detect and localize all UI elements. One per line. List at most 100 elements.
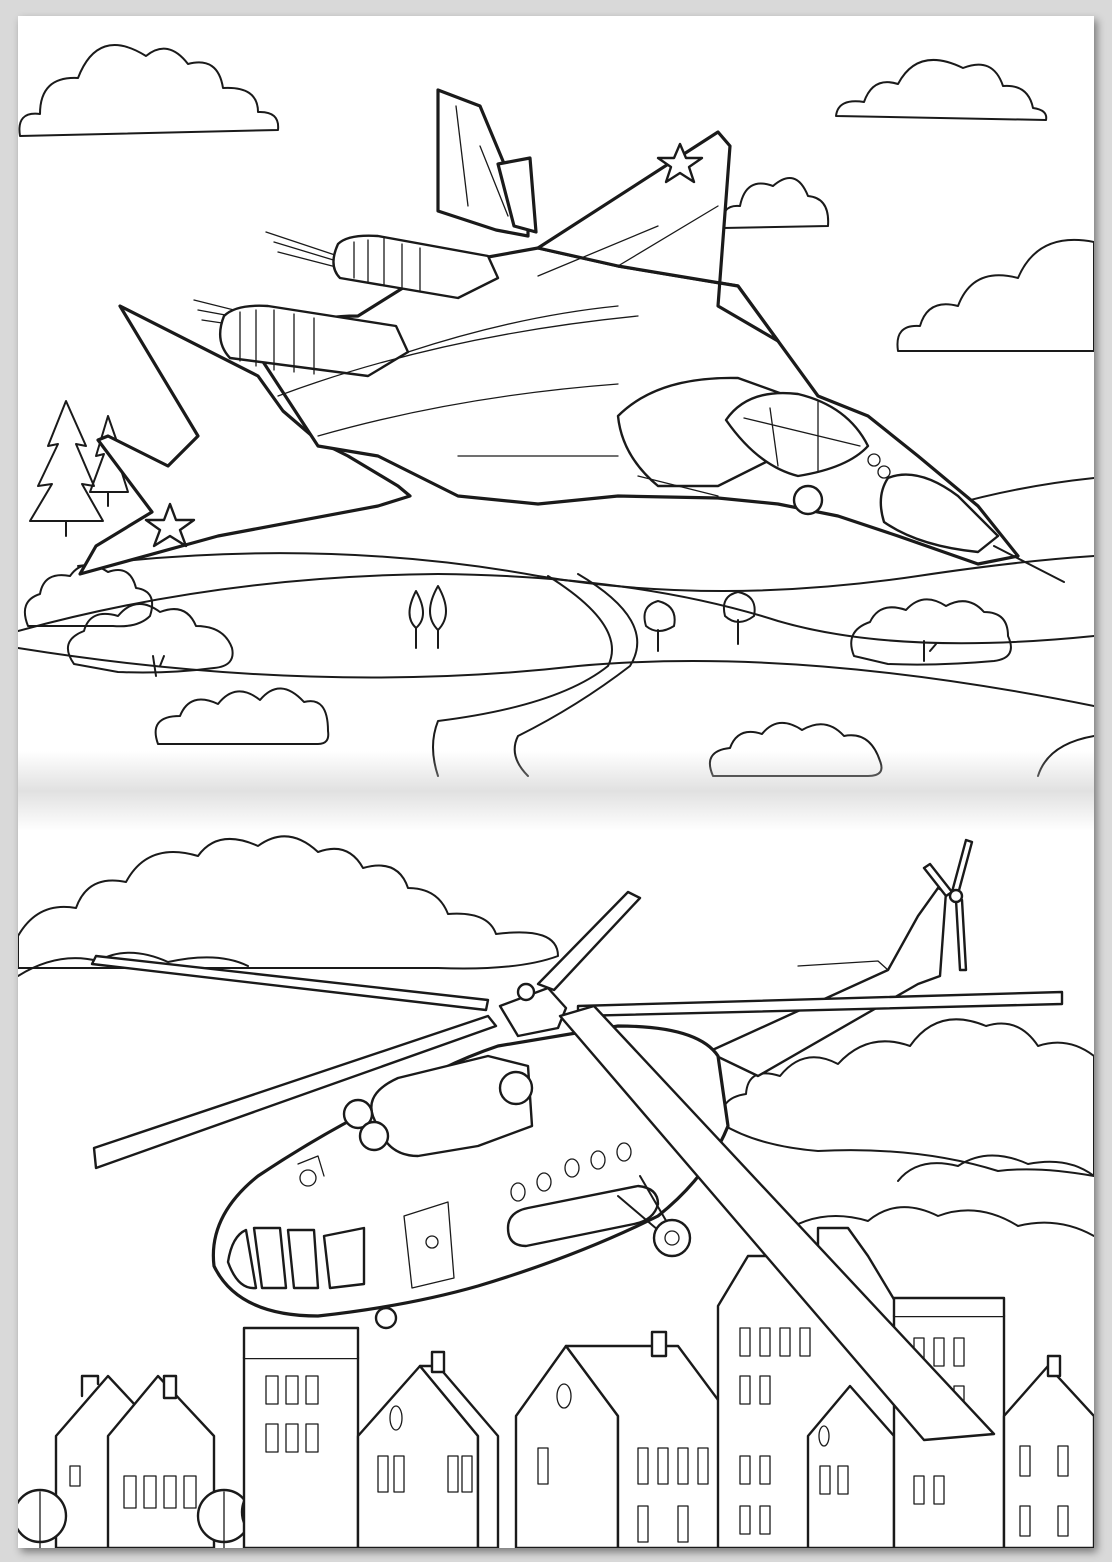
helicopter-porthole [616,1142,632,1162]
road [513,573,639,777]
window [183,1475,197,1509]
hill-line [18,647,1094,707]
cloud [777,1206,1094,1237]
window [637,1447,649,1485]
helicopter-window [226,1228,258,1290]
window [265,1375,279,1405]
window [697,1447,709,1485]
window [461,1455,473,1493]
window [389,1405,403,1431]
cloud [896,238,1094,352]
window [759,1505,771,1535]
house [106,1374,216,1548]
round-tree [18,1488,68,1544]
window [837,1465,849,1495]
window [739,1327,751,1357]
bush [24,564,154,628]
window [143,1475,157,1509]
cloud [18,951,249,977]
cloud [18,44,280,137]
chimney [430,1350,446,1374]
window [1019,1445,1031,1477]
road [432,575,613,777]
helicopter-landing-gear [617,1175,669,1231]
window [759,1375,771,1405]
window [913,1475,925,1505]
window [739,1455,751,1485]
jet-right-wing [536,130,780,343]
bush [850,598,1012,666]
chimney [1046,1354,1062,1378]
house [242,1356,360,1548]
chimney [162,1374,178,1400]
small-tree [408,590,424,649]
exhaust-streaks [193,231,341,329]
hill-line [77,552,1094,592]
cloud [835,59,1048,121]
star-insignia-icon [656,142,704,184]
jet-vertical-stabilizer [496,156,538,234]
cloud [18,835,559,970]
window [759,1455,771,1485]
helicopter-rotor-blade [536,890,642,992]
window [1057,1445,1069,1477]
window [657,1447,669,1485]
helicopter-rotor-blade [92,1014,498,1170]
helicopter-wheel [652,1218,692,1258]
window [305,1423,319,1453]
window [677,1447,689,1485]
window [818,1425,830,1447]
window [739,1375,751,1405]
house [806,1384,896,1548]
window [305,1375,319,1405]
window [779,1327,791,1357]
window [265,1423,279,1453]
window [285,1375,299,1405]
window [447,1455,459,1493]
helicopter-porthole [564,1158,580,1178]
helicopter-fuel-tank [506,1184,660,1248]
bush-trunk [923,640,937,662]
fighter-jet [78,88,1065,583]
window [393,1455,405,1493]
pine-tree [29,400,104,537]
top-scene [18,44,1094,777]
helicopter-porthole [536,1172,552,1192]
helicopter-window [322,1226,366,1290]
window [377,1455,389,1493]
helicopter-wheel [374,1306,398,1330]
bush-trunk [152,655,165,677]
window [819,1465,831,1495]
window [933,1337,945,1367]
small-tree [722,591,756,645]
jet-cockpit [724,391,870,478]
helicopter-engine [370,1054,534,1158]
cloud [708,722,883,777]
helicopter-door [403,1201,455,1289]
window [759,1327,771,1357]
helicopter-window [252,1226,288,1290]
window [556,1383,572,1409]
house [564,1344,732,1548]
window [163,1475,177,1509]
coloring-illustration [18,44,1094,1548]
jet-pitot-tube [993,545,1065,583]
helicopter-rotor-blade [558,1004,996,1442]
window [1019,1505,1031,1537]
window [799,1327,811,1357]
cloud [721,177,830,229]
window [739,1505,751,1535]
cloud [154,687,330,745]
small-tree [643,600,676,652]
cloud [897,1154,1094,1182]
window [123,1475,137,1509]
house [1002,1364,1094,1548]
bush [66,603,234,674]
window [1057,1505,1069,1537]
coloring-page [18,16,1094,1548]
small-tree [429,585,447,649]
jet-vertical-stabilizer [436,88,530,238]
window [537,1447,549,1485]
window [637,1505,649,1543]
jet-engine [332,234,500,300]
